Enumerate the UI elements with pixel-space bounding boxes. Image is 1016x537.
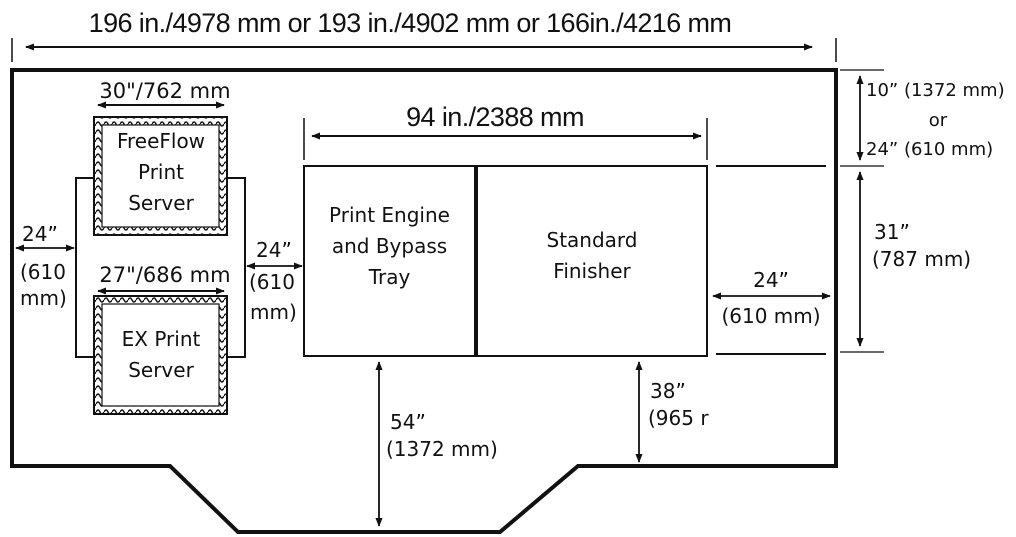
freeflow-line-3: Server bbox=[128, 191, 194, 215]
finisher-box bbox=[476, 165, 708, 357]
freeflow-server-box bbox=[93, 116, 228, 236]
front-engine-line-1: 54” bbox=[390, 410, 426, 434]
print-engine-line-1: Print Engine bbox=[329, 203, 450, 227]
right-bracket bbox=[227, 177, 246, 358]
right-clearance-line-2: (610 mm) bbox=[721, 304, 821, 328]
room-outline bbox=[10, 68, 838, 534]
left-clearance-line-3: mm) bbox=[20, 286, 67, 310]
ex-server-box bbox=[93, 295, 228, 415]
left-bracket bbox=[75, 177, 94, 358]
left-clearance-line-1: 24” bbox=[22, 222, 58, 246]
ex-line-2: Server bbox=[128, 358, 194, 382]
print-engine-line-2: and Bypass bbox=[331, 234, 448, 258]
print-engine-box bbox=[303, 165, 476, 357]
freeflow-line-2: Print bbox=[137, 160, 184, 184]
top-right-line-3: 24” (610 mm) bbox=[866, 139, 994, 160]
print-engine-line-3: Tray bbox=[368, 265, 411, 289]
gap-line-3: mm) bbox=[250, 300, 297, 324]
front-finisher-line-2: (965 r bbox=[648, 406, 709, 430]
depth-right-line-1: 31” bbox=[874, 220, 910, 244]
freeflow-width-label: 30"/762 mm bbox=[99, 79, 231, 103]
ex-server-hatch bbox=[94, 296, 227, 414]
left-clearance-line-2: (610 bbox=[20, 260, 66, 284]
top-right-line-1: 10” (1372 mm) bbox=[866, 80, 1005, 101]
finisher-line-1: Standard bbox=[546, 228, 638, 252]
finisher-line-2: Finisher bbox=[553, 259, 631, 283]
freeflow-line-1: FreeFlow bbox=[116, 129, 206, 153]
ex-line-1: EX Print bbox=[121, 327, 201, 351]
gap-line-2: (610 bbox=[249, 270, 295, 294]
engine-finisher-width-label: 94 in./2388 mm bbox=[406, 102, 584, 132]
overall-width-label: 196 in./4978 mm or 193 in./4902 mm or 16… bbox=[88, 8, 732, 38]
right-clearance-line-1: 24” bbox=[753, 268, 789, 292]
freeflow-server-hatch bbox=[94, 117, 227, 235]
front-finisher-line-1: 38” bbox=[650, 379, 686, 403]
gap-line-1: 24” bbox=[256, 238, 292, 262]
ex-width-label: 27"/686 mm bbox=[99, 263, 231, 287]
top-right-line-2: or bbox=[928, 110, 948, 131]
front-engine-line-2: (1372 mm) bbox=[386, 437, 498, 461]
depth-right-line-2: (787 mm) bbox=[872, 247, 972, 271]
